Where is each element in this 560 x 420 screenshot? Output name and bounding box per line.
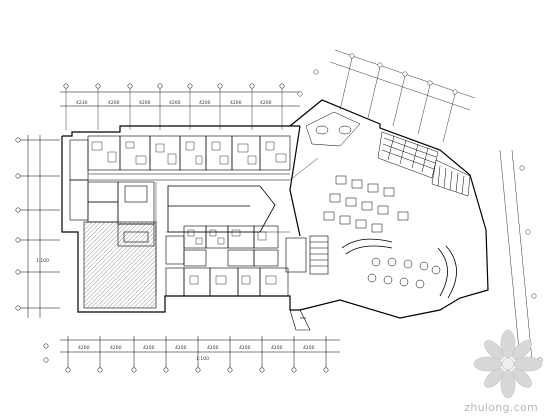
bottom-dim-6: 4200 <box>239 345 251 351</box>
left-dimension-line <box>15 135 60 318</box>
top-dim-7: 4200 <box>260 100 272 106</box>
room-fixtures-top <box>91 141 287 165</box>
entrance-ramp <box>289 309 311 331</box>
bottom-dim-4: 4200 <box>175 345 187 351</box>
bottom-scale-note: 1:100 <box>196 356 209 362</box>
top-dim-3: 4200 <box>139 100 151 106</box>
central-lobby <box>167 185 276 233</box>
top-grid-ticks <box>65 88 283 130</box>
classroom-desks <box>377 131 439 179</box>
stair-core <box>285 235 329 275</box>
dining-tables <box>323 175 409 233</box>
corridor-partitions <box>155 157 319 296</box>
bottom-dimension-line <box>43 336 340 373</box>
top-room-row <box>87 135 291 181</box>
right-wing-outline <box>289 99 489 319</box>
bottom-dim-5: 4200 <box>207 345 219 351</box>
lower-center-rooms <box>165 225 289 297</box>
bottom-dim-7: 4200 <box>271 345 283 351</box>
top-dim-4: 4200 <box>169 100 181 106</box>
round-tables <box>367 257 441 289</box>
bottom-dim-1: 4200 <box>78 345 90 351</box>
meeting-room <box>305 111 361 147</box>
watermark: zhulong.com <box>464 328 552 414</box>
rotated-grid-top <box>297 49 476 143</box>
right-stairs <box>431 159 471 197</box>
watermark-text: zhulong.com <box>464 401 538 414</box>
left-scale-label: 1:100 <box>36 258 49 264</box>
left-wing-rooms <box>69 139 155 247</box>
bottom-dim-2: 4200 <box>110 345 122 351</box>
lower-room-fixtures <box>187 229 277 285</box>
bottom-dim-8: 4200 <box>303 345 315 351</box>
top-dim-5: 4200 <box>199 100 211 106</box>
top-dim-2: 4200 <box>108 100 120 106</box>
bottom-dim-3: 4200 <box>143 345 155 351</box>
top-grid-bubbles <box>63 83 285 89</box>
top-dim-6: 4200 <box>230 100 242 106</box>
building-outline <box>61 125 300 313</box>
top-dim-1: 4230 <box>76 100 88 106</box>
curved-wall <box>341 238 457 299</box>
top-dimension-line <box>60 91 300 107</box>
hatched-zone <box>83 221 157 309</box>
watermark-flower-logo <box>473 329 543 399</box>
